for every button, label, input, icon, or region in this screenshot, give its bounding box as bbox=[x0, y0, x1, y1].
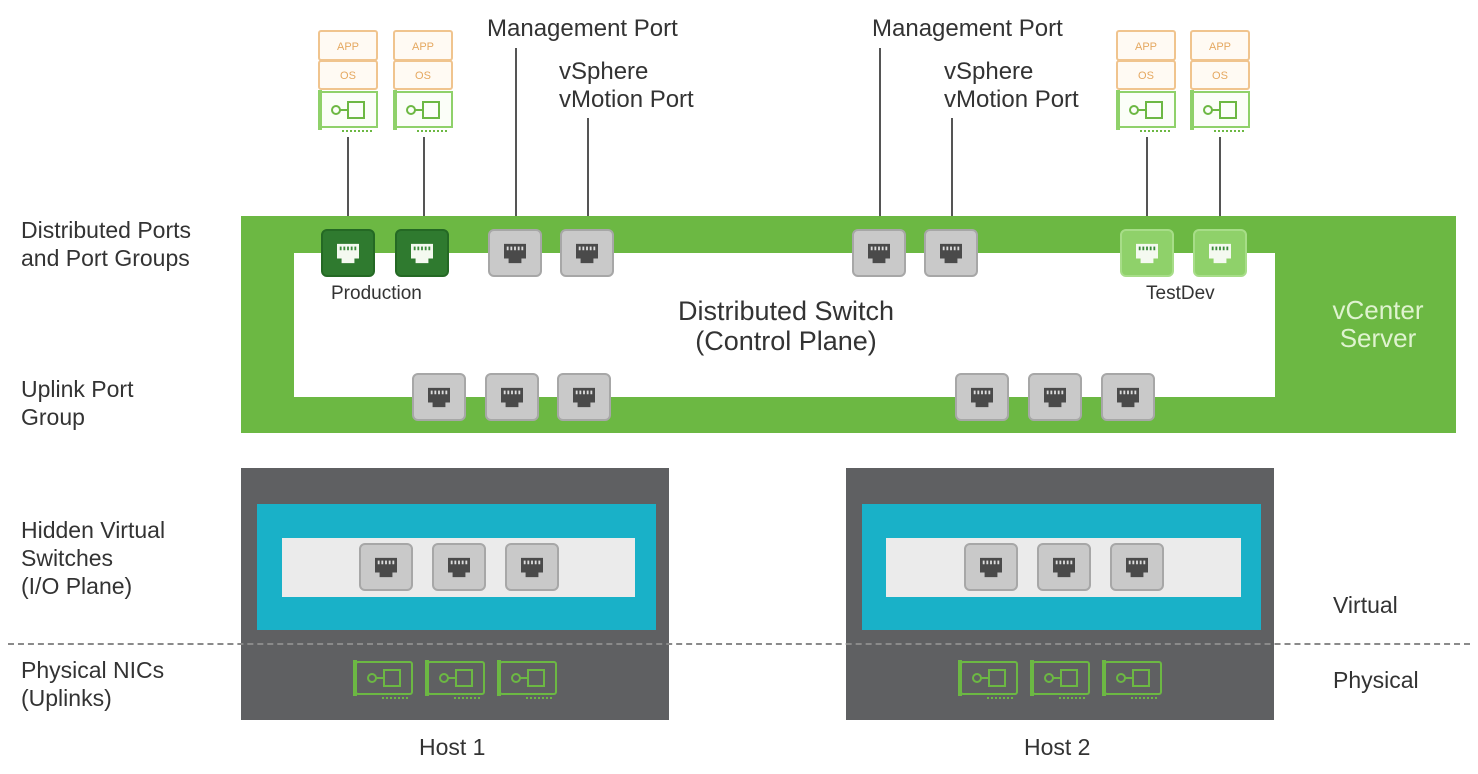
uplink-port-host1-1[interactable] bbox=[412, 373, 466, 421]
network-card-icon bbox=[496, 658, 562, 702]
vmotion-port-1[interactable] bbox=[560, 229, 614, 277]
ethernet-port-icon bbox=[1195, 231, 1245, 275]
network-card-icon bbox=[352, 658, 418, 702]
virtual-machine-icon: APP OS bbox=[393, 30, 453, 132]
host1-switch-port-2[interactable] bbox=[432, 543, 486, 591]
host2-nic-2 bbox=[1029, 658, 1095, 702]
vmotion-port-label-1: vSphere vMotion Port bbox=[559, 58, 694, 113]
vm-testdev-1: APP OS bbox=[1116, 30, 1178, 135]
testdev-port-group-label: TestDev bbox=[1146, 283, 1215, 304]
host2-nic-1 bbox=[957, 658, 1023, 702]
ethernet-port-icon bbox=[323, 231, 373, 275]
host2-switch-port-2[interactable] bbox=[1037, 543, 1091, 591]
host2-nic-3 bbox=[1101, 658, 1167, 702]
virtual-label: Virtual bbox=[1333, 592, 1398, 618]
host2-switch-port-1[interactable] bbox=[964, 543, 1018, 591]
network-card-icon bbox=[1029, 658, 1095, 702]
ethernet-port-icon bbox=[487, 375, 537, 419]
ethernet-port-icon bbox=[854, 231, 904, 275]
ethernet-port-icon bbox=[490, 231, 540, 275]
vm-os-text: OS bbox=[415, 70, 431, 82]
ethernet-port-icon bbox=[507, 545, 557, 589]
uplink-port-host1-2[interactable] bbox=[485, 373, 539, 421]
virtual-machine-icon: APP OS bbox=[318, 30, 378, 132]
wire-management-1 bbox=[515, 48, 517, 229]
distributed-ports-label: Distributed Ports and Port Groups bbox=[21, 217, 192, 271]
management-port-label-1: Management Port bbox=[487, 15, 678, 42]
wire-vmotion-1 bbox=[587, 118, 589, 229]
vm-os-text: OS bbox=[340, 70, 356, 82]
wire-management-2 bbox=[879, 48, 881, 229]
vmotion-port-label-2: vSphere vMotion Port bbox=[944, 58, 1079, 113]
host2-label: Host 2 bbox=[1024, 734, 1091, 760]
host1-label: Host 1 bbox=[419, 734, 486, 760]
ethernet-port-icon bbox=[1122, 231, 1172, 275]
vm-app-text: APP bbox=[1135, 41, 1157, 53]
host1-nic-2 bbox=[424, 658, 490, 702]
hidden-switches-label: Hidden Virtual Switches (I/O Plane) bbox=[21, 517, 166, 599]
uplink-port-host2-3[interactable] bbox=[1101, 373, 1155, 421]
management-port-2[interactable] bbox=[852, 229, 906, 277]
ethernet-port-icon bbox=[926, 231, 976, 275]
ethernet-port-icon bbox=[559, 375, 609, 419]
ethernet-port-icon bbox=[434, 545, 484, 589]
ethernet-port-icon bbox=[397, 231, 447, 275]
vm-app-text: APP bbox=[412, 41, 434, 53]
wire-vm-production-2 bbox=[423, 137, 425, 229]
production-port-2[interactable] bbox=[395, 229, 449, 277]
distributed-switch-title: Distributed Switch (Control Plane) bbox=[677, 296, 895, 356]
production-port-group-label: Production bbox=[331, 283, 422, 304]
uplink-port-group-label: Uplink Port Group bbox=[21, 376, 134, 430]
vm-os-text: OS bbox=[1138, 70, 1154, 82]
wire-vmotion-2 bbox=[951, 118, 953, 229]
testdev-port-2[interactable] bbox=[1193, 229, 1247, 277]
network-card-icon bbox=[424, 658, 490, 702]
vmotion-port-2[interactable] bbox=[924, 229, 978, 277]
vcenter-server-label: vCenter Server bbox=[1332, 295, 1424, 353]
wire-vm-testdev-2 bbox=[1219, 137, 1221, 229]
vm-testdev-2: APP OS bbox=[1190, 30, 1252, 135]
host1-nic-1 bbox=[352, 658, 418, 702]
physical-label: Physical bbox=[1333, 667, 1419, 693]
wire-vm-testdev-1 bbox=[1146, 137, 1148, 229]
uplink-port-host2-1[interactable] bbox=[955, 373, 1009, 421]
vm-production-2: APP OS bbox=[393, 30, 455, 135]
ethernet-port-icon bbox=[361, 545, 411, 589]
management-port-label-2: Management Port bbox=[872, 15, 1063, 42]
vm-app-text: APP bbox=[337, 41, 359, 53]
vm-production-1: APP OS bbox=[318, 30, 380, 135]
host1-switch-port-1[interactable] bbox=[359, 543, 413, 591]
host1-switch-port-3[interactable] bbox=[505, 543, 559, 591]
ethernet-port-icon bbox=[1103, 375, 1153, 419]
ethernet-port-icon bbox=[562, 231, 612, 275]
network-card-icon bbox=[1101, 658, 1167, 702]
uplink-port-host1-3[interactable] bbox=[557, 373, 611, 421]
vm-app-text: APP bbox=[1209, 41, 1231, 53]
physical-nics-label: Physical NICs (Uplinks) bbox=[21, 657, 165, 711]
uplink-port-host2-2[interactable] bbox=[1028, 373, 1082, 421]
management-port-1[interactable] bbox=[488, 229, 542, 277]
network-card-icon bbox=[957, 658, 1023, 702]
production-port-1[interactable] bbox=[321, 229, 375, 277]
virtual-physical-divider bbox=[8, 643, 1470, 645]
host1-nic-3 bbox=[496, 658, 562, 702]
ethernet-port-icon bbox=[414, 375, 464, 419]
host2-switch-port-3[interactable] bbox=[1110, 543, 1164, 591]
ethernet-port-icon bbox=[1112, 545, 1162, 589]
wire-vm-production-1 bbox=[347, 137, 349, 229]
testdev-port-1[interactable] bbox=[1120, 229, 1174, 277]
ethernet-port-icon bbox=[1039, 545, 1089, 589]
virtual-machine-icon: APP OS bbox=[1116, 30, 1176, 132]
ethernet-port-icon bbox=[1030, 375, 1080, 419]
ethernet-port-icon bbox=[957, 375, 1007, 419]
virtual-machine-icon: APP OS bbox=[1190, 30, 1250, 132]
ethernet-port-icon bbox=[966, 545, 1016, 589]
vm-os-text: OS bbox=[1212, 70, 1228, 82]
